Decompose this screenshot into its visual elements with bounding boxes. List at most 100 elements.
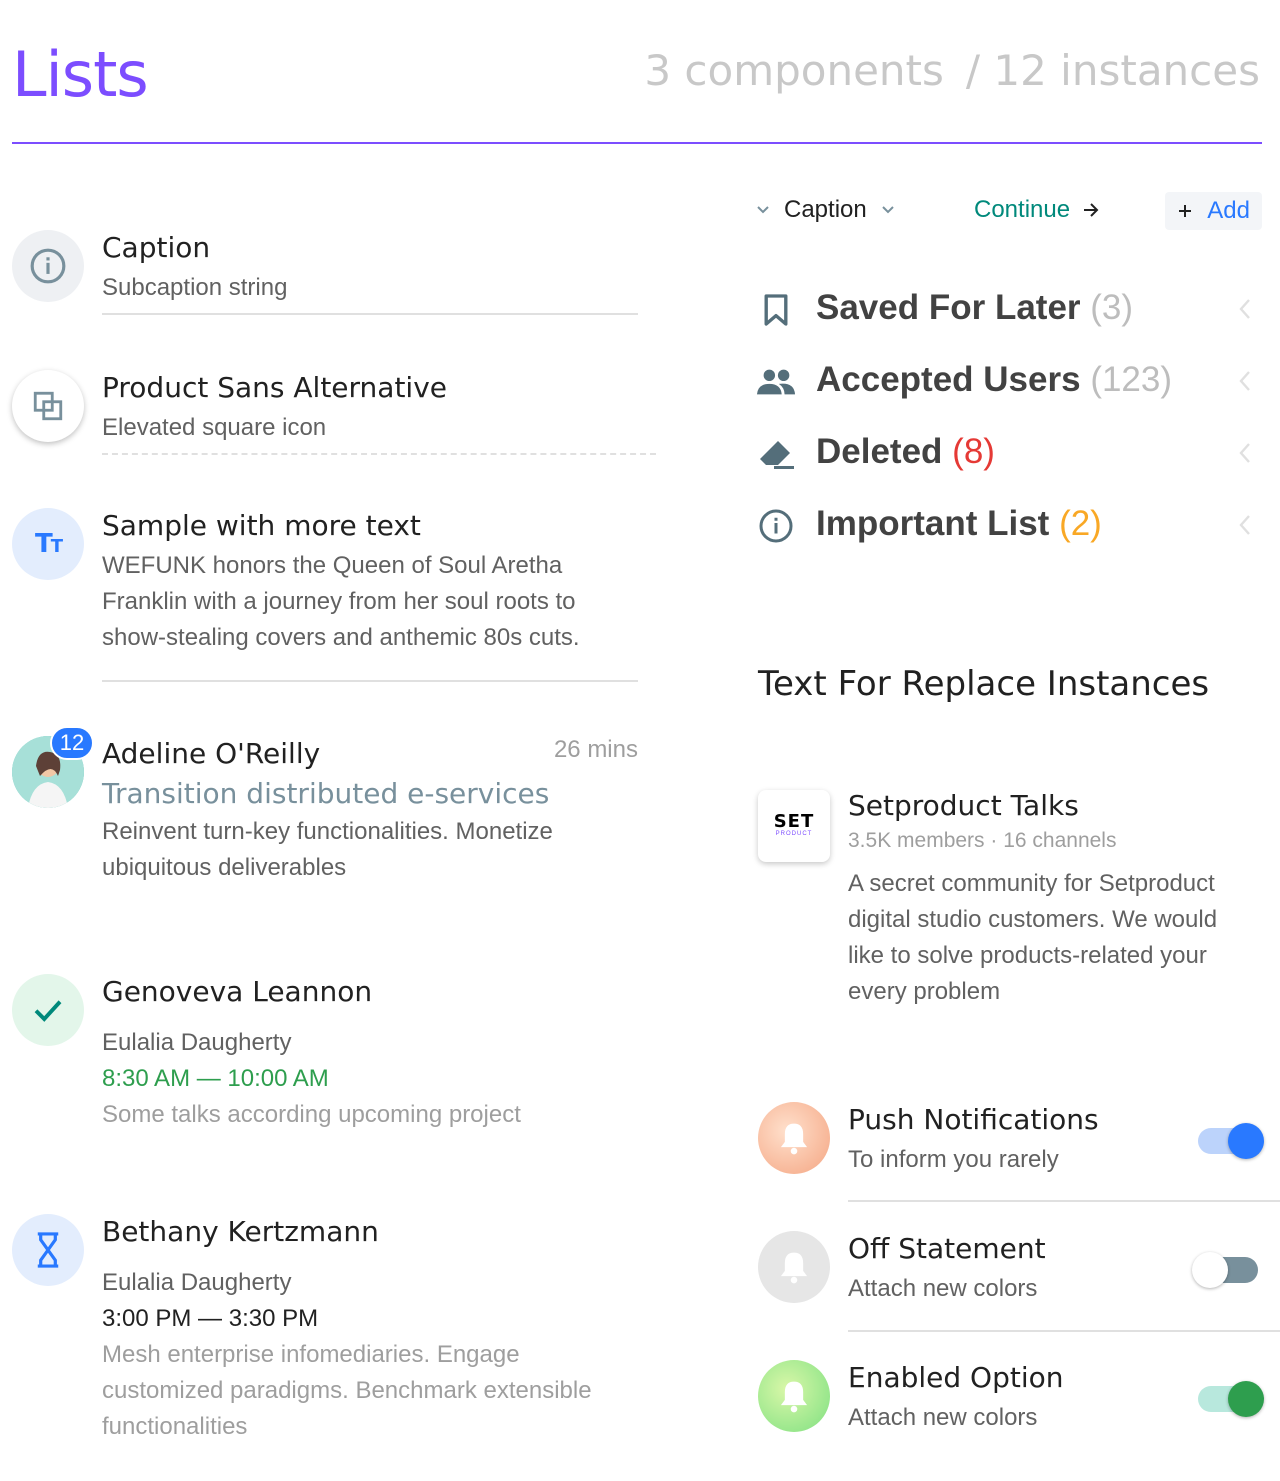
chevron-left-icon bbox=[1239, 299, 1250, 319]
text-avatar: TT bbox=[12, 508, 84, 580]
toggle-subtitle: To inform you rarely bbox=[848, 1146, 1059, 1173]
list-item-bethany[interactable]: Bethany Kertzmann Eulalia Daugherty 3:00… bbox=[0, 1214, 660, 1454]
item-subtitle: Subcaption string bbox=[102, 274, 288, 301]
nav-label: Deleted bbox=[816, 432, 943, 471]
item-note-line-1: Mesh enterprise infomediaries. Engage bbox=[102, 1341, 520, 1368]
page-header: Lists 3 components/ 12 instances bbox=[12, 0, 1262, 144]
info-icon bbox=[756, 509, 796, 543]
nav-item-accepted[interactable]: Accepted Users (123) bbox=[752, 354, 1262, 410]
bell-avatar bbox=[758, 1360, 830, 1432]
item-time-range: 3:00 PM — 3:30 PM bbox=[102, 1305, 319, 1332]
community-desc-line-4: every problem bbox=[848, 978, 1001, 1005]
divider bbox=[102, 453, 656, 455]
toggle-knob bbox=[1228, 1123, 1264, 1159]
bookmark-icon bbox=[756, 294, 796, 326]
toggle-row-enabled: Enabled Option Attach new colors bbox=[752, 1360, 1280, 1480]
eraser-icon bbox=[756, 438, 796, 470]
toggle-row-push: Push Notifications To inform you rarely bbox=[752, 1102, 1280, 1222]
divider bbox=[848, 1200, 1280, 1202]
off-statement-toggle[interactable] bbox=[1192, 1252, 1258, 1288]
item-body-line-1: WEFUNK honors the Queen of Soul Aretha bbox=[102, 552, 563, 579]
item-subtitle: Eulalia Daugherty bbox=[102, 1029, 292, 1056]
nav-item-saved[interactable]: Saved For Later (3) bbox=[752, 282, 1262, 338]
community-desc-line-1: A secret community for Setproduct bbox=[848, 870, 1215, 897]
push-notifications-toggle[interactable] bbox=[1198, 1123, 1264, 1159]
list-item-adeline[interactable]: 12 Adeline O'Reilly 26 mins Transition d… bbox=[0, 726, 660, 900]
chevron-left-icon bbox=[1239, 371, 1250, 391]
toggle-knob bbox=[1228, 1381, 1264, 1417]
plus-icon bbox=[1179, 205, 1192, 217]
nav-count: (123) bbox=[1090, 360, 1173, 399]
continue-button[interactable]: Continue bbox=[974, 196, 1100, 224]
toggle-title: Off Statement bbox=[848, 1232, 1046, 1265]
toggle-title: Push Notifications bbox=[848, 1103, 1099, 1136]
caption-dropdown[interactable]: Caption bbox=[756, 196, 895, 224]
nav-label: Saved For Later bbox=[816, 288, 1081, 327]
nav-item-important[interactable]: Important List (2) bbox=[752, 498, 1262, 554]
add-button[interactable]: Add bbox=[1165, 192, 1262, 230]
item-subtitle: Eulalia Daugherty bbox=[102, 1269, 292, 1296]
logo-subtext: PRODUCT bbox=[775, 831, 813, 837]
community-meta: 3.5K members · 16 channels bbox=[848, 829, 1117, 852]
nav-item-deleted[interactable]: Deleted (8) bbox=[752, 426, 1262, 482]
instances-count: / 12 instances bbox=[965, 46, 1260, 95]
item-note-line-2: customized paradigms. Benchmark extensib… bbox=[102, 1377, 592, 1404]
item-title: Genoveva Leannon bbox=[102, 975, 373, 1008]
item-title: Adeline O'Reilly bbox=[102, 737, 321, 770]
item-time-range: 8:30 AM — 10:00 AM bbox=[102, 1065, 329, 1092]
bell-icon bbox=[780, 1252, 808, 1284]
community-title: Setproduct Talks bbox=[848, 789, 1079, 822]
item-time: 26 mins bbox=[553, 736, 638, 763]
toggle-subtitle: Attach new colors bbox=[848, 1404, 1038, 1431]
list-item-sample-text[interactable]: TT Sample with more text WEFUNK honors t… bbox=[0, 508, 660, 688]
nav-count: (8) bbox=[952, 432, 995, 471]
continue-label: Continue bbox=[974, 196, 1071, 223]
enabled-option-toggle[interactable] bbox=[1198, 1381, 1264, 1417]
hourglass-icon bbox=[37, 1232, 59, 1268]
item-headline: Transition distributed e-services bbox=[102, 777, 550, 810]
item-body-line-2: Franklin with a journey from her soul ro… bbox=[102, 588, 576, 615]
copy-squares-icon bbox=[33, 391, 63, 421]
check-avatar bbox=[12, 974, 84, 1046]
avatar: 12 bbox=[12, 726, 94, 808]
bell-icon bbox=[780, 1381, 808, 1413]
nav-label: Important List bbox=[816, 504, 1050, 543]
bell-icon bbox=[780, 1123, 808, 1155]
info-avatar bbox=[12, 230, 84, 302]
components-count: 3 components bbox=[644, 46, 944, 95]
community-desc-line-2: digital studio customers. We would bbox=[848, 906, 1218, 933]
toolbar: Caption Continue Add bbox=[752, 192, 1262, 232]
toggle-row-off: Off Statement Attach new colors bbox=[752, 1231, 1280, 1351]
nav-count: (3) bbox=[1090, 288, 1134, 327]
item-title: Bethany Kertzmann bbox=[102, 1215, 379, 1248]
divider bbox=[102, 680, 638, 682]
caption-label: Caption bbox=[784, 196, 867, 223]
chevron-down-icon bbox=[757, 206, 769, 214]
bell-avatar bbox=[758, 1231, 830, 1303]
notification-badge: 12 bbox=[50, 726, 94, 760]
chevron-down-icon bbox=[882, 206, 894, 214]
bell-avatar bbox=[758, 1102, 830, 1174]
item-note-line-3: functionalities bbox=[102, 1413, 248, 1440]
arrow-right-icon bbox=[1084, 203, 1099, 217]
add-label: Add bbox=[1207, 197, 1250, 224]
text-size-icon: TT bbox=[34, 529, 63, 559]
logo-text: SET bbox=[773, 811, 815, 832]
check-icon bbox=[34, 1000, 62, 1022]
list-item-product-sans[interactable]: Product Sans Alternative Elevated square… bbox=[0, 370, 660, 460]
hourglass-avatar bbox=[12, 1214, 84, 1286]
toggle-knob bbox=[1192, 1252, 1228, 1288]
divider bbox=[102, 313, 638, 315]
item-title: Sample with more text bbox=[102, 509, 421, 542]
list-item-caption[interactable]: Caption Subcaption string bbox=[0, 230, 660, 320]
nav-label: Accepted Users bbox=[816, 360, 1081, 399]
item-subtitle: Elevated square icon bbox=[102, 414, 327, 441]
item-body-line-2: ubiquitous deliverables bbox=[102, 854, 347, 881]
nav-count: (2) bbox=[1059, 504, 1102, 543]
community-desc-line-3: like to solve products-related your bbox=[848, 942, 1207, 969]
list-item-genoveva[interactable]: Genoveva Leannon Eulalia Daugherty 8:30 … bbox=[0, 974, 660, 1144]
people-icon bbox=[756, 366, 796, 398]
item-note: Some talks according upcoming project bbox=[102, 1101, 521, 1128]
page-meta: 3 components / 12 instances bbox=[644, 46, 1260, 95]
setproduct-logo: SET PRODUCT bbox=[758, 790, 830, 862]
